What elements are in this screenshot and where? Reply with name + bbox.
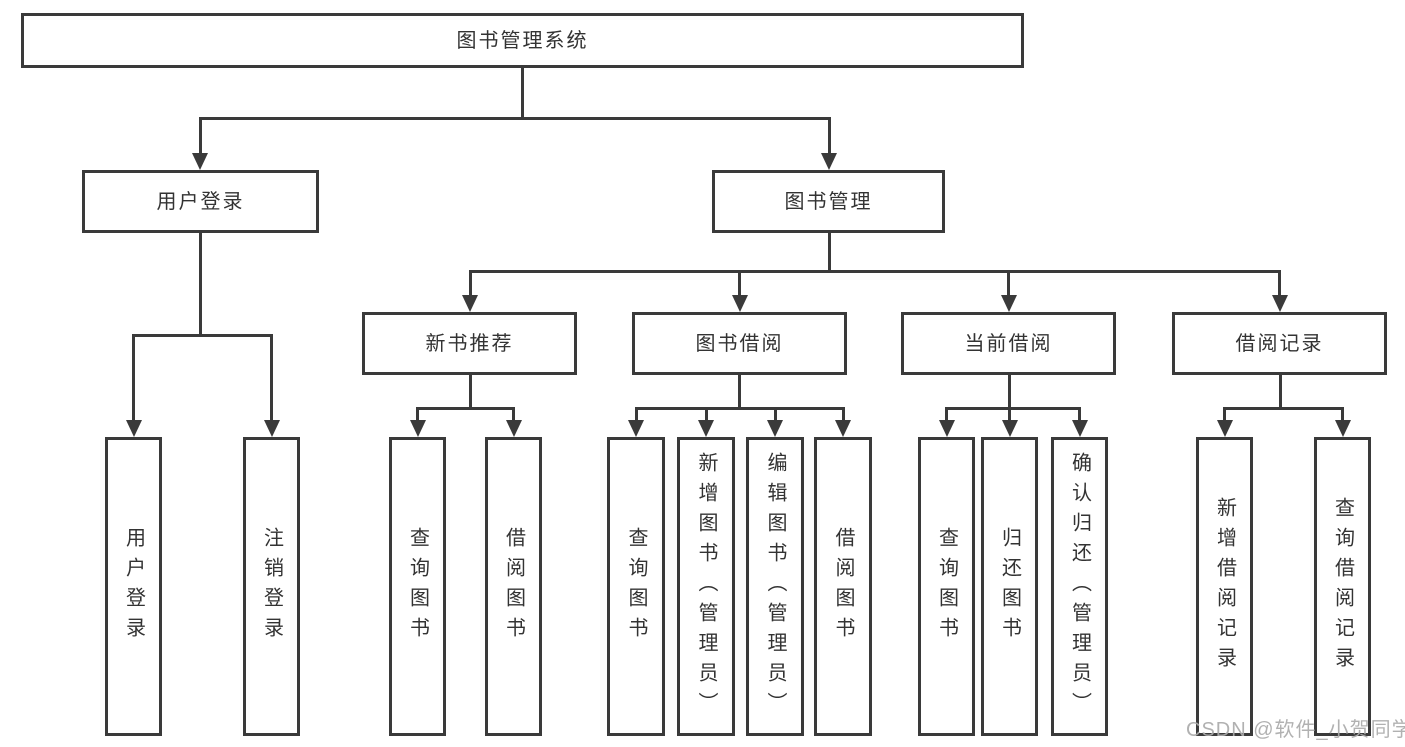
connector-stem (198, 233, 202, 337)
node-user-login: 用户登录 (82, 170, 319, 233)
connector-branch (945, 406, 1081, 410)
node-rec-query: 查询图书 (389, 437, 446, 736)
arrowhead-down-icon (125, 420, 142, 437)
arrow-shaft (1008, 408, 1011, 425)
arrow-shaft (945, 408, 948, 425)
connector-stem (1278, 375, 1282, 410)
connector-branch (198, 116, 831, 120)
arrow-shaft (198, 118, 202, 158)
connector-branch (1223, 406, 1344, 410)
connector-stem (520, 68, 524, 120)
connector-stem (827, 233, 831, 273)
arrowhead-down-icon (1334, 420, 1351, 437)
arrowhead-down-icon (698, 420, 714, 437)
arrowhead-down-icon (1000, 295, 1017, 312)
node-borrow-record: 借阅记录 (1172, 312, 1387, 375)
arrowhead-down-icon (1216, 420, 1233, 437)
arrow-shaft (827, 118, 831, 158)
node-login-user: 用户登录 (105, 437, 162, 736)
arrow-shaft (468, 271, 472, 300)
arrowhead-down-icon (835, 420, 851, 437)
arrowhead-down-icon (263, 420, 280, 437)
connector-branch (634, 406, 845, 410)
node-book-borrow: 图书借阅 (632, 312, 847, 375)
arrow-shaft (634, 408, 638, 425)
connector-stem (737, 375, 741, 410)
arrowhead-down-icon (767, 420, 783, 437)
connector-branch (468, 269, 1281, 273)
arrowhead-down-icon (409, 420, 426, 437)
arrow-shaft (704, 408, 708, 425)
node-cb-query: 查询图书 (918, 437, 975, 736)
node-new-book-rec: 新书推荐 (362, 312, 577, 375)
arrowhead-down-icon (505, 420, 522, 437)
node-login-logout: 注销登录 (243, 437, 300, 736)
arrow-shaft (1341, 408, 1344, 425)
arrowhead-down-icon (731, 295, 748, 312)
arrowhead-down-icon (192, 153, 208, 170)
connector-stem (468, 375, 472, 410)
arrowhead-down-icon (821, 153, 837, 170)
connector-branch (416, 406, 515, 410)
arrow-shaft (738, 271, 741, 300)
node-book-mgmt: 图书管理 (712, 170, 945, 233)
csdn-watermark: CSDN @软件_小贺同学 (1186, 719, 1405, 741)
arrow-shaft (1223, 408, 1226, 425)
connector-stem (1007, 375, 1011, 410)
node-cb-return: 归还图书 (981, 437, 1038, 736)
node-root: 图书管理系统 (21, 13, 1024, 68)
node-bb-query: 查询图书 (607, 437, 665, 736)
arrow-shaft (512, 408, 515, 425)
node-bb-edit: 编辑图书（管理员） (746, 437, 804, 736)
arrow-shaft (132, 335, 135, 425)
connector-branch (132, 333, 273, 337)
arrow-shaft (1278, 271, 1281, 300)
node-bb-add: 新增图书（管理员） (677, 437, 735, 736)
arrowhead-down-icon (462, 295, 478, 312)
node-br-add: 新增借阅记录 (1196, 437, 1253, 736)
arrowhead-down-icon (938, 420, 955, 437)
node-rec-borrow: 借阅图书 (485, 437, 542, 736)
arrow-shaft (416, 408, 419, 425)
arrowhead-down-icon (1001, 420, 1018, 437)
node-current-borrow: 当前借阅 (901, 312, 1116, 375)
arrowhead-down-icon (628, 420, 644, 437)
arrow-shaft (1007, 271, 1010, 300)
node-cb-confirm: 确认归还（管理员） (1051, 437, 1108, 736)
arrowhead-down-icon (1071, 420, 1088, 437)
arrowhead-down-icon (1271, 295, 1288, 312)
node-br-query: 查询借阅记录 (1314, 437, 1371, 736)
arrow-shaft (773, 408, 777, 425)
arrow-shaft (841, 408, 845, 425)
node-bb-borrow: 借阅图书 (814, 437, 872, 736)
arrow-shaft (1078, 408, 1081, 425)
arrow-shaft (270, 335, 273, 425)
